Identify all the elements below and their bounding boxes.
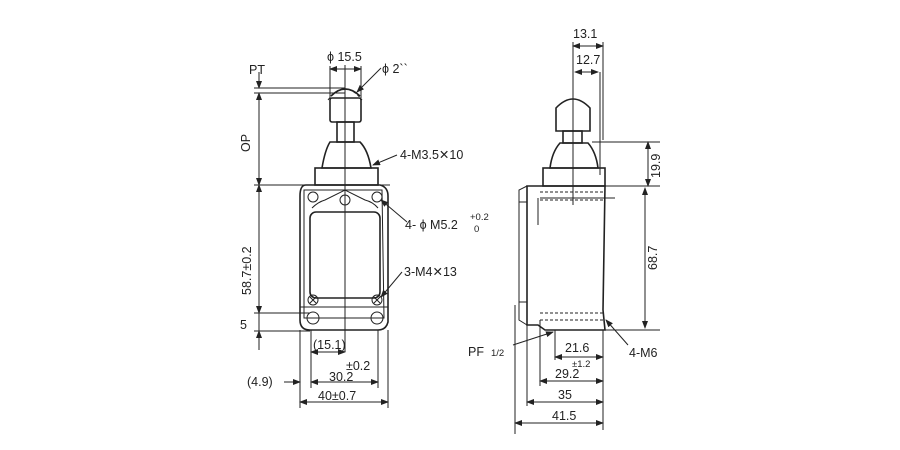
screw-spec-top-leader — [372, 154, 398, 166]
depth-dim-3: 35 — [558, 388, 572, 402]
head-flange — [314, 167, 379, 186]
body-side — [526, 185, 606, 331]
screw-spec-bottom: 3-M4✕13 — [404, 265, 457, 279]
side-view: 13.1 12.7 19.9 68.7 PF 1/2 4-M6 21.6 29.… — [468, 27, 663, 434]
plunger-head-side — [555, 98, 591, 132]
hole-spacing-tol: ±0.2 — [346, 359, 370, 373]
depth-dim-4: 41.5 — [552, 409, 576, 423]
head-height-dim: 19.9 — [649, 154, 663, 178]
height-dim: 58.7±0.2 — [240, 246, 254, 295]
screw-spec-bottom-leader — [380, 271, 403, 298]
mount-hole-leader — [380, 199, 408, 223]
roller-radius-leader — [356, 67, 382, 93]
plunger-neck — [321, 141, 372, 169]
edge-offset-dim: (4.9) — [247, 375, 273, 389]
top-dim-1: 13.1 — [573, 27, 597, 41]
bottom-offset-dim: 5 — [240, 318, 247, 332]
screw-cross-mark — [309, 296, 317, 304]
conduit-fraction: 1/2 — [491, 348, 504, 359]
depth-dim-1: 21.6 — [565, 341, 589, 355]
mount-hole-tol-upper: +0.2 — [470, 212, 489, 223]
mount-hole — [306, 311, 320, 325]
pt-label: PT — [249, 63, 265, 77]
roller-radius-dim: ϕ 2`` — [382, 62, 408, 76]
hole-spacing-dim: 30.2 — [329, 370, 353, 384]
screw-cross-mark — [373, 296, 381, 304]
depth-dim-2: 29.2 — [555, 367, 579, 381]
top-dim-2: 12.7 — [576, 53, 600, 67]
conduit-label: PF — [468, 345, 484, 359]
mount-hole-tol-lower: 0 — [474, 224, 479, 235]
back-plate-side — [518, 185, 528, 326]
mount-hole — [339, 194, 351, 206]
front-view: PT OP ϕ 15.5 ϕ 2`` 4-M3.5✕10 4- ϕ M5.2 +… — [239, 50, 489, 408]
mount-hole — [370, 311, 384, 325]
body-height-dim: 68.7 — [646, 246, 660, 270]
thread-spec: 4-M6 — [629, 346, 658, 360]
neck-side — [549, 142, 599, 169]
mount-hole — [307, 191, 319, 203]
plunger-travel-arc — [327, 88, 363, 101]
depth-dim-2-tol: ±1.2 — [572, 359, 590, 370]
flange-side — [542, 167, 606, 187]
mount-hole-spec: 4- ϕ M5.2 — [405, 218, 458, 232]
width-dim: 40±0.7 — [318, 389, 356, 403]
screw — [307, 294, 319, 306]
center-offset-dim: (15.1) — [313, 338, 346, 352]
mount-hole — [371, 191, 383, 203]
body-inner-outline — [303, 189, 385, 319]
screw-spec-top: 4-M3.5✕10 — [400, 148, 463, 162]
head-mount-outline — [311, 189, 379, 209]
op-label: OP — [239, 134, 253, 152]
screw — [371, 294, 383, 306]
cover-window — [309, 211, 381, 299]
thread-spec-leader — [605, 319, 629, 346]
plunger-diameter-dim: ϕ 15.5 — [327, 50, 362, 64]
conduit-leader — [512, 331, 554, 346]
